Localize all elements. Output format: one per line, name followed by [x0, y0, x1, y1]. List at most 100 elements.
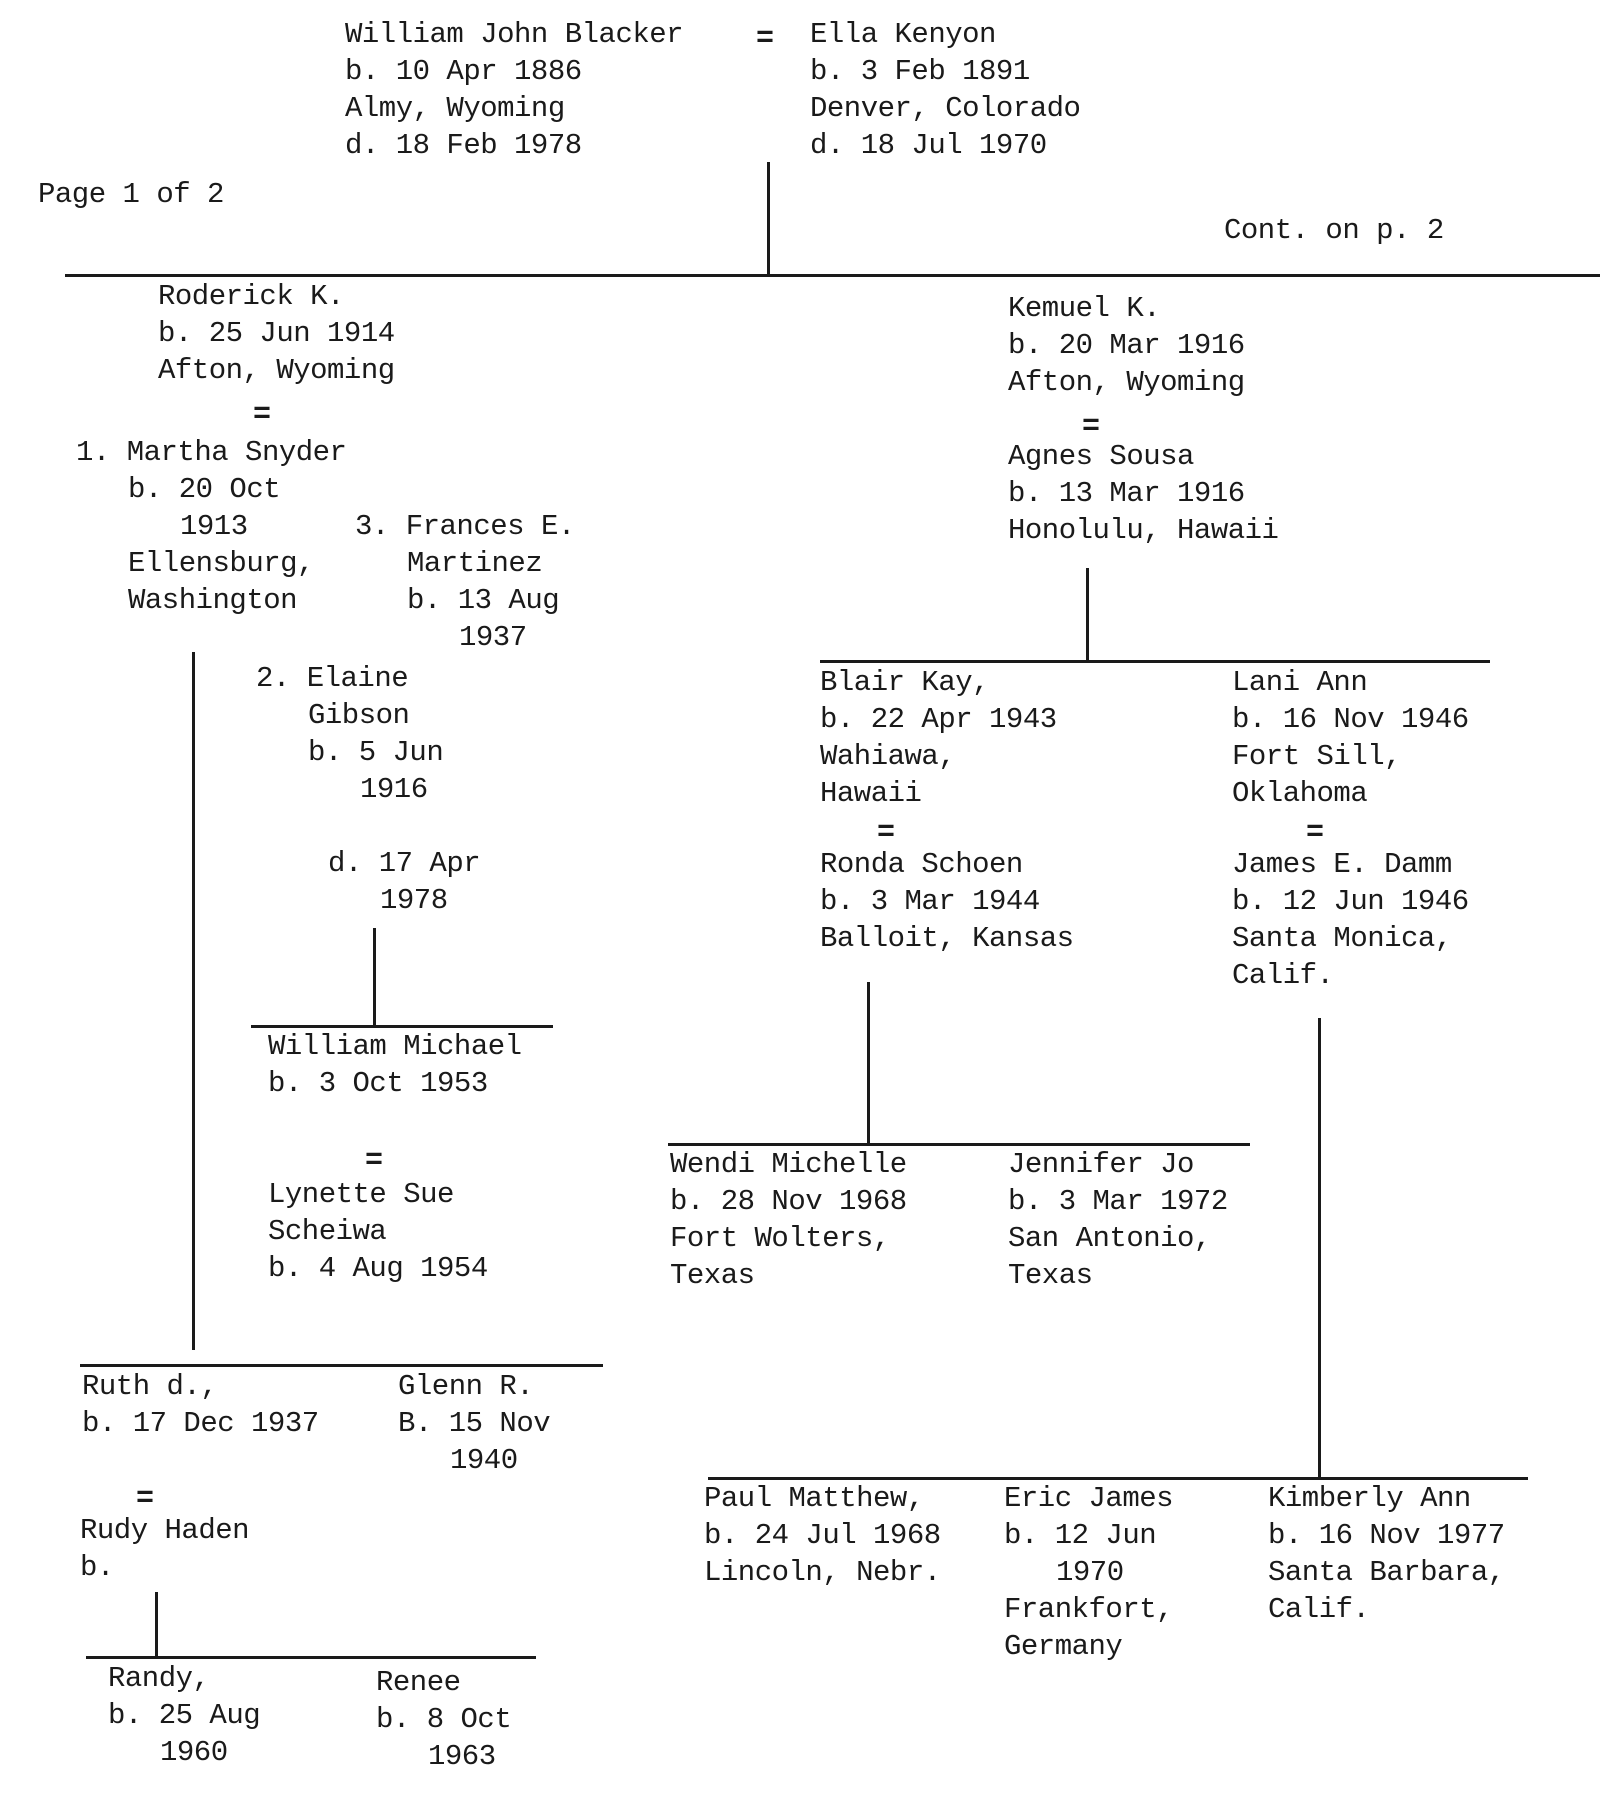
person-name: Lynette Sue [268, 1178, 454, 1211]
person-birth: b. 5 Jun [308, 736, 444, 769]
person-place-state: Texas [1008, 1259, 1093, 1292]
person-place: San Antonio, [1008, 1222, 1211, 1255]
person-wendi-michelle: Wendi Michelle b. 28 Nov 1968 Fort Wolte… [670, 1146, 907, 1294]
person-birth: b. 20 Mar 1916 [1008, 329, 1245, 362]
person-birth: b. 20 Oct [128, 473, 281, 506]
person-name: Agnes Sousa [1008, 440, 1194, 473]
person-death: d. 18 Jul 1970 [810, 129, 1047, 162]
person-place-state: Texas [670, 1259, 755, 1292]
person-kemuel: Kemuel K. b. 20 Mar 1916 Afton, Wyoming [1008, 290, 1245, 401]
person-birth-year: 1937 [459, 621, 527, 654]
person-agnes-sousa: Agnes Sousa b. 13 Mar 1916 Honolulu, Haw… [1008, 438, 1279, 549]
marriage-symbol: = [756, 22, 775, 56]
person-paul-matthew: Paul Matthew, b. 24 Jul 1968 Lincoln, Ne… [704, 1480, 941, 1591]
person-name: Frances E. [405, 510, 576, 543]
person-birth: b. 8 Oct [376, 1703, 512, 1736]
person-birth: b. 13 Aug [407, 584, 560, 617]
person-name: Kemuel K. [1008, 292, 1161, 325]
spouse-frances-martinez: 3. Frances E. Martinez b. 13 Aug 1937 [355, 508, 575, 656]
person-name: Blair Kay, [820, 666, 990, 699]
person-birth: b. 25 Jun 1914 [158, 317, 395, 350]
sibling-bar [65, 274, 1600, 277]
person-place-state: Calif. [1268, 1593, 1370, 1626]
person-place: Afton, Wyoming [158, 354, 395, 387]
person-birth: b. 12 Jun 1946 [1232, 885, 1469, 918]
person-birth: b. 3 Mar 1944 [820, 885, 1040, 918]
person-eric-james: Eric James b. 12 Jun 1970 Frankfort, Ger… [1004, 1480, 1174, 1665]
person-name: Paul Matthew, [704, 1482, 924, 1515]
person-william-michael: William Michael b. 3 Oct 1953 [268, 1028, 522, 1102]
person-name: Randy, [108, 1662, 210, 1695]
spouse-martha-snyder: 1. Martha Snyder b. 20 Oct 1913 Ellensbu… [76, 434, 347, 619]
marriage-symbol: = [365, 1144, 384, 1178]
person-name: Lani Ann [1232, 666, 1368, 699]
person-renee: Renee b. 8 Oct 1963 [376, 1664, 512, 1775]
sibling-bar [708, 1477, 1528, 1480]
descent-line [192, 652, 195, 1350]
person-place-state: Hawaii [820, 777, 922, 810]
sibling-bar [80, 1364, 603, 1367]
person-name: Rudy Haden [80, 1514, 250, 1547]
person-birth: b. 3 Oct 1953 [268, 1067, 488, 1100]
spouse-number: 1. [76, 436, 110, 469]
person-rudy-haden: Rudy Haden b. [80, 1512, 250, 1586]
marriage-symbol: = [877, 816, 896, 850]
spouse-number: 3. [355, 510, 389, 543]
person-roderick: Roderick K. b. 25 Jun 1914 Afton, Wyomin… [158, 278, 395, 389]
person-birth: b. 3 Mar 1972 [1008, 1185, 1228, 1218]
sibling-bar [86, 1656, 536, 1659]
person-randy: Randy, b. 25 Aug 1960 [108, 1660, 261, 1771]
sibling-bar [668, 1143, 1250, 1146]
person-birth: b. 28 Nov 1968 [670, 1185, 907, 1218]
person-birth-year: 1960 [160, 1736, 228, 1769]
spouse-number: 2. [256, 662, 290, 695]
person-birth: b. 4 Aug 1954 [268, 1252, 488, 1285]
person-blair-kay: Blair Kay, b. 22 Apr 1943 Wahiawa, Hawai… [820, 664, 1057, 812]
descent-line [155, 1592, 158, 1656]
person-birth-year: 1970 [1056, 1556, 1124, 1589]
person-name: Eric James [1004, 1482, 1174, 1515]
person-ronda-schoen: Ronda Schoen b. 3 Mar 1944 Balloit, Kans… [820, 846, 1074, 957]
person-place: Honolulu, Hawaii [1008, 514, 1279, 547]
person-lani-ann: Lani Ann b. 16 Nov 1946 Fort Sill, Oklah… [1232, 664, 1469, 812]
descent-line [767, 162, 770, 275]
person-birth: b. 3 Feb 1891 [810, 55, 1030, 88]
person-place: Fort Sill, [1232, 740, 1402, 773]
spouse-elaine-gibson: 2. Elaine Gibson b. 5 Jun 1916 d. 17 Apr… [256, 660, 481, 919]
person-place: Ellensburg, [128, 547, 314, 580]
person-place: Denver, Colorado [810, 92, 1081, 125]
person-birth-year: 1963 [428, 1740, 496, 1773]
descent-line [373, 928, 376, 1025]
marriage-symbol: = [1306, 816, 1325, 850]
marriage-symbol: = [253, 398, 272, 432]
person-name: James E. Damm [1232, 848, 1452, 881]
person-place: Wahiawa, [820, 740, 956, 773]
person-place: Fort Wolters, [670, 1222, 890, 1255]
person-surname: Scheiwa [268, 1215, 387, 1248]
marriage-symbol: = [1082, 410, 1101, 444]
person-name: William Michael [268, 1030, 522, 1063]
sibling-bar [251, 1025, 553, 1028]
person-birth: b. 13 Mar 1916 [1008, 477, 1245, 510]
person-place: Santa Barbara, [1268, 1556, 1505, 1589]
person-birth: b. 16 Nov 1946 [1232, 703, 1469, 736]
person-birth: b. 22 Apr 1943 [820, 703, 1057, 736]
person-glenn: Glenn R. B. 15 Nov 1940 [398, 1368, 551, 1479]
person-lynette-sue-scheiwa: Lynette Sue Scheiwa b. 4 Aug 1954 [268, 1176, 488, 1287]
person-birth: b. [80, 1551, 114, 1584]
person-place: Frankfort, [1004, 1593, 1174, 1626]
person-birth: b. 24 Jul 1968 [704, 1519, 941, 1552]
person-surname: Gibson [308, 699, 410, 732]
person-kimberly-ann: Kimberly Ann b. 16 Nov 1977 Santa Barbar… [1268, 1480, 1505, 1628]
person-place-state: Calif. [1232, 959, 1334, 992]
person-name: Ella Kenyon [810, 18, 996, 51]
person-birth-year: 1940 [450, 1444, 518, 1477]
person-name: Martha Snyder [126, 436, 347, 469]
person-death: d. 17 Apr [328, 847, 481, 880]
person-death-year: 1978 [380, 884, 448, 917]
person-place: Afton, Wyoming [1008, 366, 1245, 399]
person-surname: Martinez [407, 547, 543, 580]
person-death: d. 18 Feb 1978 [345, 129, 582, 162]
person-birth: b. 10 Apr 1886 [345, 55, 582, 88]
person-place-country: Germany [1004, 1630, 1123, 1663]
